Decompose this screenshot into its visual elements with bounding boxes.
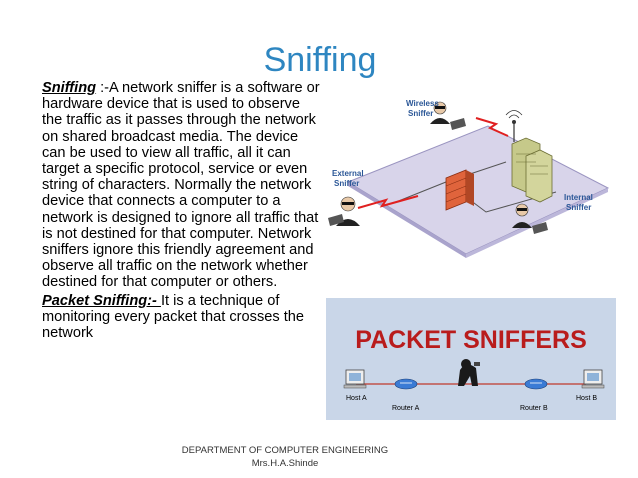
router-a-icon	[394, 378, 418, 390]
external-sniffer-person-icon	[328, 196, 360, 226]
packet-sniffing-definition: It is a technique of monitoring every pa…	[42, 292, 305, 342]
router-b-icon	[524, 378, 548, 390]
packet-sniffing-term: Packet Sniffing:-	[42, 292, 161, 309]
host-a-label: Host A	[346, 395, 367, 402]
packet-sniffers-background	[326, 298, 616, 420]
slide-body: Sniffing :-A network sniffer is a softwa…	[42, 80, 324, 343]
wireless-sniffer-label-2: Sniffer	[408, 109, 433, 118]
lightning-icon	[475, 117, 509, 137]
router-b-label: Router B	[520, 405, 548, 412]
network-platform	[346, 125, 610, 255]
internal-sniffer-label-1: Internal	[564, 193, 593, 202]
firewall-icon	[445, 169, 474, 211]
host-b-label: Host B	[576, 395, 597, 402]
internal-sniffer-label-2: Sniffer	[566, 203, 591, 212]
packet-sniffers-banner: PACKET SNIFFERS	[355, 326, 587, 354]
packet-sniffer-person-icon	[458, 359, 480, 386]
slide-title: Sniffing	[263, 41, 377, 79]
lightning-icon	[357, 195, 419, 209]
server-icon	[511, 137, 553, 203]
router-a-label: Router A	[392, 405, 420, 412]
footer-author: Mrs.H.A.Shinde	[251, 458, 319, 469]
wireless-antenna-icon	[505, 110, 523, 142]
internal-sniffer-person-icon	[512, 203, 548, 234]
external-sniffer-label-2: Sniffer	[334, 179, 359, 188]
wireless-sniffer-person-icon	[430, 101, 466, 130]
sniffing-term: Sniffing	[42, 80, 97, 96]
packet-sniffing-paragraph: Packet Sniffing:- It is a technique of m…	[42, 293, 324, 342]
network-sniffer-diagram: Wireless Sniffer External Sniffer Intern…	[328, 99, 610, 258]
external-sniffer-label-1: External	[332, 169, 364, 178]
host-b-computer-icon	[581, 369, 605, 389]
footer-department: DEPARTMENT OF COMPUTER ENGINEERING	[181, 445, 389, 456]
slide-footer: DEPARTMENT OF COMPUTER ENGINEERING Mrs.H…	[170, 444, 400, 470]
packet-sniffers-diagram: PACKET SNIFFERS Host A Router A Router B…	[326, 298, 616, 420]
host-a-computer-icon	[343, 369, 367, 389]
sniffing-paragraph: Sniffing :-A network sniffer is a softwa…	[42, 80, 324, 291]
sniffing-definition: :-A network sniffer is a software or har…	[42, 80, 320, 291]
wireless-sniffer-label-1: Wireless	[406, 99, 439, 108]
